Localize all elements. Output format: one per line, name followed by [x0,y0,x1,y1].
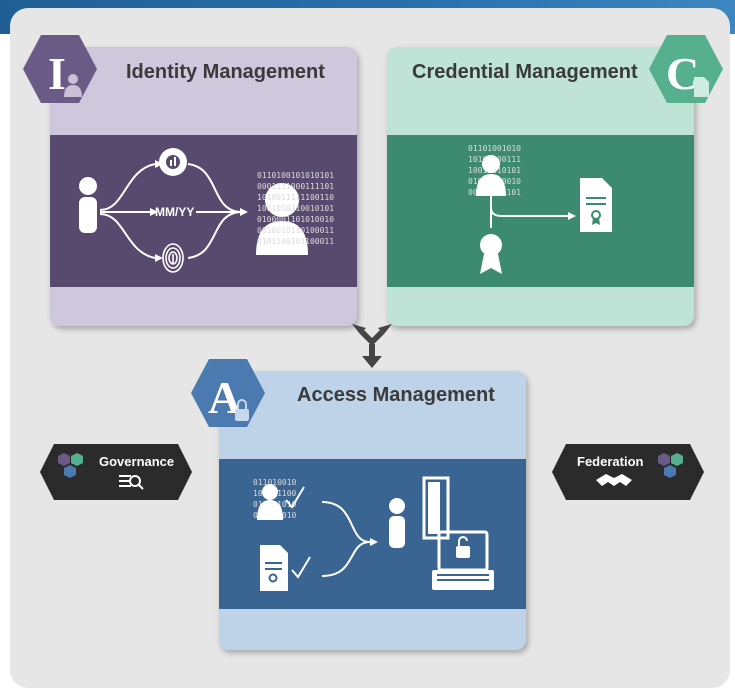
analytics-icon [159,148,187,176]
identity-management-card [50,47,357,326]
access-hex-badge: A [190,357,266,429]
credential-band [387,135,694,287]
user-silhouette-icon [476,155,506,196]
user-silhouette-icon [256,183,308,255]
padlock-icon [235,399,249,421]
user-icon [64,74,82,97]
person-icon [389,498,405,548]
governance-pill [40,444,192,505]
hexagon-cluster-icon [658,453,683,478]
date-label: MM/YY [155,205,195,219]
checkmark-icon [291,556,311,579]
person-icon [79,177,97,233]
credential-management-card [387,47,694,326]
identity-title: Identity Management [126,61,325,83]
magnify-list-icon [119,475,144,490]
fingerprint-icon [162,243,184,273]
hexagon-cluster-icon [58,453,83,478]
access-title: Access Management [297,384,495,406]
convergence-arrows-icon [350,322,394,375]
access-flow-graphic [252,470,502,605]
identity-flow-graphic [70,140,350,290]
door-icon [422,476,450,540]
governance-label: Governance [99,454,175,469]
identity-hex-letter: I [48,48,66,99]
credential-hex-badge: C [648,33,724,105]
credential-title: Credential Management [412,61,638,83]
handshake-icon [596,474,632,486]
checkmark-icon [285,486,305,509]
user-silhouette-icon [257,484,283,520]
identity-hex-badge: I [22,33,98,105]
certificate-icon [580,178,612,232]
award-seal-icon [480,234,502,274]
credential-hex-letter: C [666,48,699,99]
laptop-lock-icon [432,530,494,590]
federation-label: Federation [577,454,644,469]
certificate-icon [260,545,288,591]
identity-binary-text: 0110100101010101 0001111000111101 101001… [257,171,335,246]
credential-flow-graphic [460,150,620,285]
federation-pill [552,444,704,505]
document-icon [694,77,709,97]
